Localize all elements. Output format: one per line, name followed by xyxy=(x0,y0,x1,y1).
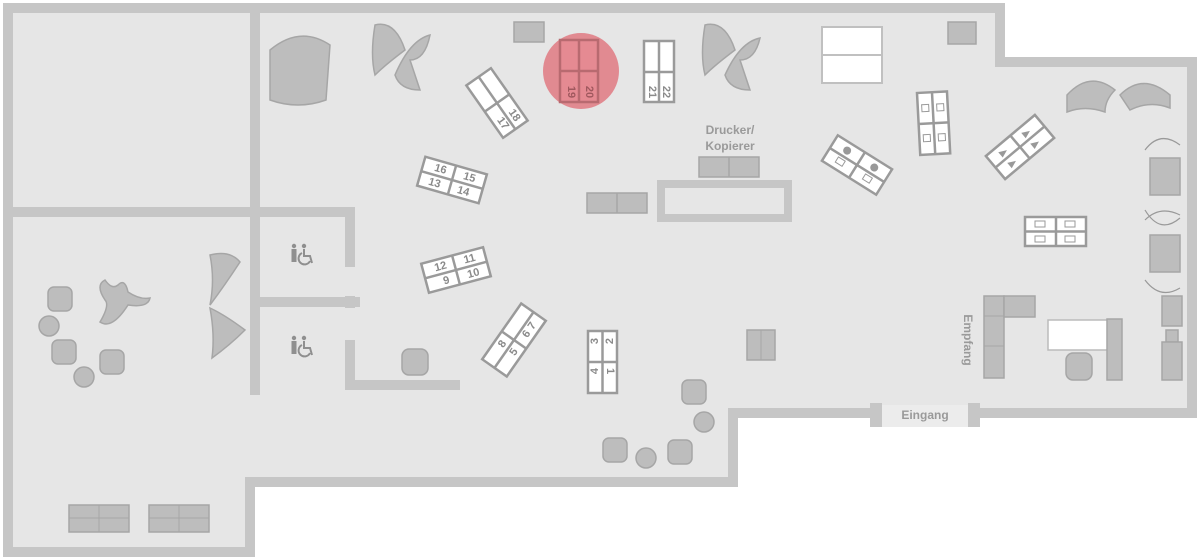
lounge-chair xyxy=(1119,82,1171,111)
outer-wall xyxy=(3,3,1197,557)
armchair-outline xyxy=(1144,210,1181,294)
printer-counter xyxy=(657,180,792,222)
desk-group-13-16[interactable]: 16 15 13 14 xyxy=(415,155,489,205)
reception-counter xyxy=(1106,318,1123,381)
restroom-wall-lower xyxy=(345,340,460,390)
desk-group-chairs-a[interactable] xyxy=(915,90,952,157)
printer xyxy=(698,156,760,178)
desk-number: 17 xyxy=(494,115,511,132)
armchair-outline xyxy=(1144,138,1181,226)
desk-number: 10 xyxy=(466,266,481,281)
cabinet xyxy=(586,192,648,214)
entrance-post-right xyxy=(968,403,980,427)
desk-group-chairs-b[interactable] xyxy=(984,113,1056,181)
desk-number: 19 xyxy=(565,86,577,98)
desk-group-9-12[interactable]: 12 11 9 10 xyxy=(419,245,493,295)
entrance-post-left xyxy=(870,403,882,427)
desk-number: 13 xyxy=(427,176,442,191)
desk-number: 5 xyxy=(507,346,520,358)
desk-number: 15 xyxy=(462,170,477,185)
desk-group-1-4[interactable]: 3 2 4 1 xyxy=(586,329,619,395)
desk-number: 6 xyxy=(520,328,533,340)
inner-wall-horizontal xyxy=(3,207,355,267)
desk-number: 2 xyxy=(604,338,616,344)
lounge-chair xyxy=(208,306,247,360)
desk-number: 16 xyxy=(433,162,448,177)
desk-group-chairs-c[interactable] xyxy=(1023,215,1088,248)
seating-cluster xyxy=(38,279,715,469)
desk-number: 21 xyxy=(646,86,658,98)
desk-number: 22 xyxy=(660,86,672,98)
lounge-chair xyxy=(209,252,241,306)
restroom-accessible-icon xyxy=(291,335,313,358)
printer-label-line1: Drucker/ xyxy=(706,123,755,137)
cabinet xyxy=(1165,329,1179,343)
reception-chair xyxy=(1065,352,1093,381)
desk-group-monitors[interactable] xyxy=(820,133,894,197)
desk-number: 1 xyxy=(604,368,616,374)
entrance-threshold xyxy=(882,405,968,427)
desk-number: 3 xyxy=(589,338,601,344)
lounge-chair xyxy=(1066,80,1117,114)
desk-number: 9 xyxy=(442,274,451,287)
reception-sofa xyxy=(983,295,1036,379)
entrance-label: Eingang xyxy=(901,408,948,422)
cabinet xyxy=(947,21,977,45)
desk-group-17-18[interactable]: 17 18 xyxy=(464,66,530,140)
cabinet xyxy=(746,329,776,361)
cabinet xyxy=(1161,295,1183,327)
desk-number: 18 xyxy=(506,107,523,124)
wall-stub xyxy=(345,296,355,308)
lounge-chair xyxy=(371,23,431,91)
desk-group-21-22[interactable]: 21 22 xyxy=(642,39,676,104)
desk-number: 12 xyxy=(433,259,448,274)
lounge-chair xyxy=(701,23,761,91)
desk-number: 11 xyxy=(462,252,476,267)
desk-number: 7 xyxy=(526,320,539,332)
armchair xyxy=(1149,234,1181,273)
armchair xyxy=(269,35,331,106)
desk-number: 4 xyxy=(589,367,601,374)
printer-label-line2: Kopierer xyxy=(705,139,755,153)
cabinet xyxy=(1161,341,1183,381)
restroom-accessible-icon xyxy=(291,243,313,266)
desk-number: 14 xyxy=(456,184,472,199)
reception-desk xyxy=(1047,319,1109,351)
cabinet xyxy=(68,504,130,533)
reception-label: Empfang xyxy=(961,314,975,365)
desk-group-5-8[interactable]: 7 6 8 5 xyxy=(480,301,548,379)
desk-number: 8 xyxy=(496,338,509,350)
desk-group-19-20[interactable]: 19 20 xyxy=(558,38,600,104)
desk-number: 20 xyxy=(583,86,595,98)
cabinet xyxy=(148,504,210,533)
cabinet xyxy=(513,21,545,43)
armchair xyxy=(1149,157,1181,196)
